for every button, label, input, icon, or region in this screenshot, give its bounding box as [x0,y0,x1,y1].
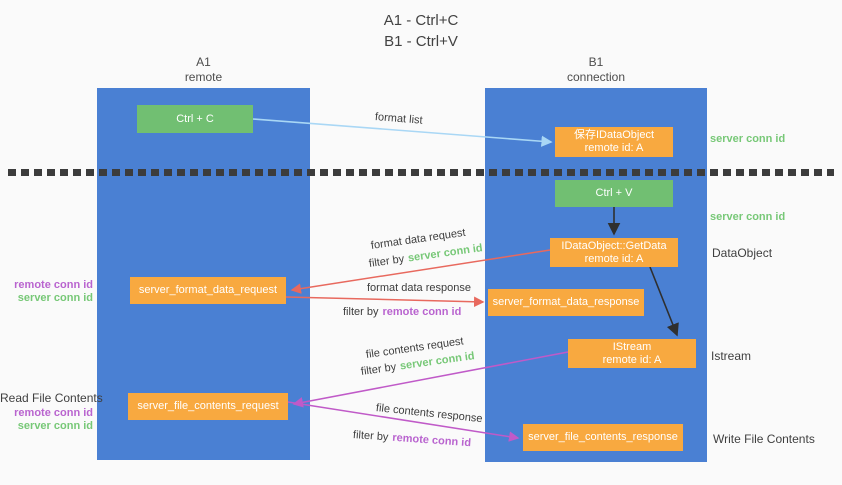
label-write-file-contents: Write File Contents [713,432,815,446]
title-line-1: A1 - Ctrl+C [383,12,459,29]
node-server-format-data-response: server_format_data_response [488,289,644,316]
filter-prefix-3: filter by [360,361,397,378]
node-save-idataobject-line2: remote id: A [584,142,644,154]
node-istream: IStream remote id: A [568,339,696,368]
label-dataobject: DataObject [712,246,773,260]
node-ctrl-c: Ctrl + C [137,105,253,133]
node-idataobject-getdata: IDataObject::GetData remote id: A [550,238,678,267]
node-server-file-contents-request: server_file_contents_request [128,393,288,420]
label-file-contents-response: file contents response [375,402,484,426]
filter-prefix-4: filter by [352,429,389,444]
node-ctrl-c-label: Ctrl + C [176,112,214,125]
label-server-conn-id-1: server conn id [17,292,93,304]
diagram-title: A1 - Ctrl+C B1 - Ctrl+V [0,10,842,52]
node-ctrl-v: Ctrl + V [555,180,673,207]
node-server-format-data-response-label: server_format_data_response [492,296,640,308]
node-server-file-contents-response-label: server_file_contents_response [528,431,678,443]
filter-prefix-2: filter by [343,306,379,318]
filter-prefix-1: filter by [368,253,405,270]
filter-key-remote-conn-id-2: remote conn id [391,431,472,450]
title-line-2: B1 - Ctrl+V [384,33,458,50]
label-conn-pair-format: remote conn id server conn id [0,279,93,305]
label-format-data-response: format data response [367,282,471,294]
label-server-conn-id-top: server conn id [710,133,786,145]
lane-b1-name: B1 [588,55,604,69]
label-remote-conn-id-2: remote conn id [14,407,93,419]
node-server-file-contents-response: server_file_contents_response [523,424,683,451]
node-idataobject-getdata-line1: IDataObject::GetData [561,239,667,252]
label-conn-pair-file: remote conn id server conn id [0,407,93,433]
node-istream-line1: IStream [612,340,652,353]
machine-boundary-dotted-line [8,169,834,176]
node-save-idataobject: 保存IDataObject remote id: A [555,127,673,157]
lane-a1-role: remote [184,70,223,84]
label-istream: Istream [711,349,752,363]
node-idataobject-getdata-line2: remote id: A [584,252,644,265]
node-ctrl-v-label: Ctrl + V [595,187,633,199]
label-server-conn-id-2: server conn id [17,420,93,432]
lane-header-b1: B1 connection [485,55,707,85]
node-save-idataobject-line1: 保存IDataObject [573,129,655,141]
lane-header-a1: A1 remote [97,55,310,85]
arrow-format-data-response [285,296,485,308]
filter-key-server-conn-id-1: server conn id [407,242,484,265]
label-format-list: format list [374,111,424,127]
node-server-format-data-request-label: server_format_data_request [138,284,278,296]
filter-key-remote-conn-id-1: remote conn id [382,306,462,318]
lane-a1-name: A1 [196,55,211,69]
node-server-format-data-request: server_format_data_request [130,277,286,304]
node-istream-line2: remote id: A [602,353,662,366]
label-remote-conn-id-1: remote conn id [14,279,93,291]
node-server-file-contents-request-label: server_file_contents_request [137,400,279,412]
label-server-conn-id-mid: server conn id [710,211,786,223]
label-read-file-contents: Read File Contents [0,391,103,405]
lane-b1-role: connection [566,70,626,84]
